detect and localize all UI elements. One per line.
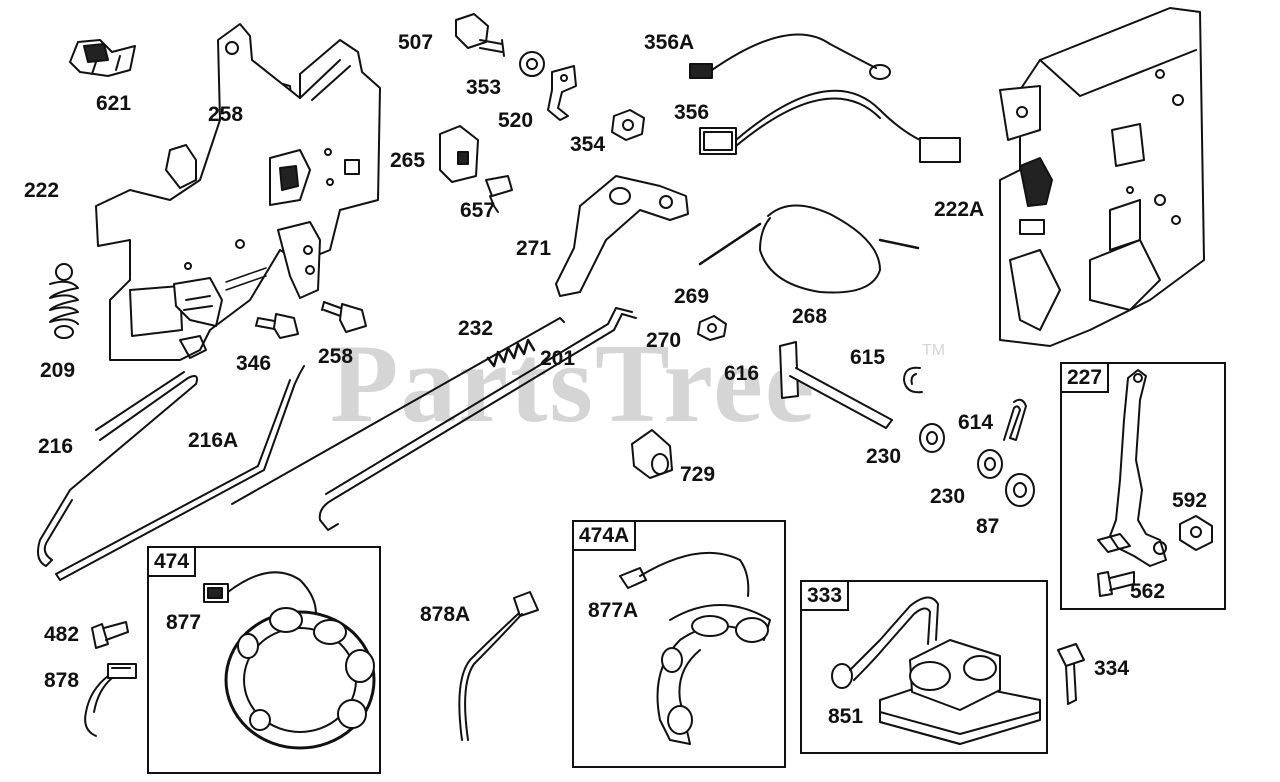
callout-562[interactable]: 562 — [1130, 580, 1166, 603]
part-268-cable — [698, 204, 920, 294]
callout-877a[interactable]: 877A — [588, 599, 639, 622]
callout-222a[interactable]: 222A — [934, 198, 985, 221]
part-520-terminal — [547, 65, 577, 121]
callout-334[interactable]: 334 — [1094, 657, 1130, 680]
kit-227-label[interactable]: 227 — [1060, 362, 1110, 393]
part-334-bolt — [1057, 643, 1085, 705]
part-265-clip — [439, 125, 479, 183]
callout-356[interactable]: 356 — [674, 101, 710, 124]
part-232-rod — [231, 317, 565, 505]
part-482-screw — [91, 621, 129, 649]
callout-356a[interactable]: 356A — [644, 31, 695, 54]
callout-657[interactable]: 657 — [460, 199, 496, 222]
callout-270[interactable]: 270 — [646, 329, 682, 352]
callout-216[interactable]: 216 — [38, 435, 74, 458]
callout-878[interactable]: 878 — [44, 669, 80, 692]
part-270-nut — [697, 315, 727, 341]
part-616-shaft — [779, 341, 893, 429]
part-877a-coil — [619, 551, 771, 745]
part-354-nut — [611, 109, 645, 141]
callout-616[interactable]: 616 — [724, 362, 760, 385]
part-562-screw — [1097, 571, 1135, 597]
callout-877[interactable]: 877 — [166, 611, 202, 634]
callout-268[interactable]: 268 — [792, 305, 828, 328]
callout-851[interactable]: 851 — [828, 705, 864, 728]
part-621-clip — [69, 39, 136, 77]
part-507-screw — [455, 13, 505, 57]
part-230-washer-a — [919, 423, 945, 453]
part-615-eclip — [903, 366, 923, 394]
callout-353[interactable]: 353 — [466, 76, 502, 99]
part-657-screw — [485, 175, 513, 213]
part-227-lever-assembly — [1097, 369, 1167, 567]
part-222a-bracket — [999, 7, 1205, 347]
part-729-bushing — [631, 429, 673, 479]
callout-258-bottom[interactable]: 258 — [318, 345, 354, 368]
part-271-lever — [555, 175, 689, 297]
callout-592[interactable]: 592 — [1172, 489, 1208, 512]
kit-474a-label[interactable]: 474A — [572, 520, 637, 551]
callout-87[interactable]: 87 — [976, 515, 1000, 538]
part-851-ignition-coil — [831, 596, 1041, 745]
kit-333-label[interactable]: 333 — [800, 580, 850, 611]
callout-216a[interactable]: 216A — [188, 429, 239, 452]
part-216a-link — [55, 365, 305, 581]
part-346-bolt — [255, 313, 299, 339]
callout-614[interactable]: 614 — [958, 411, 994, 434]
part-877-stator — [203, 571, 376, 750]
trademark-mark: TM — [922, 342, 946, 359]
callout-354[interactable]: 354 — [570, 133, 606, 156]
part-222-bracket — [95, 23, 381, 361]
callout-209[interactable]: 209 — [40, 359, 76, 382]
kit-333-box — [800, 580, 1048, 754]
part-878-connector — [84, 663, 137, 737]
callout-265[interactable]: 265 — [390, 149, 426, 172]
callout-346[interactable]: 346 — [236, 352, 272, 375]
part-230-washer-b — [977, 449, 1003, 479]
callout-520[interactable]: 520 — [498, 109, 534, 132]
part-87-washer — [1005, 473, 1035, 507]
callout-232[interactable]: 232 — [458, 317, 494, 340]
callout-230-b[interactable]: 230 — [930, 485, 966, 508]
callout-222[interactable]: 222 — [24, 179, 60, 202]
part-201-rod — [318, 307, 637, 531]
callout-729[interactable]: 729 — [680, 463, 716, 486]
part-356a-wire — [689, 33, 891, 80]
part-878a-wire — [458, 591, 539, 741]
callout-258-top[interactable]: 258 — [208, 103, 244, 126]
part-209-spring — [49, 263, 79, 339]
callout-621[interactable]: 621 — [96, 92, 132, 115]
part-216-link — [37, 371, 198, 567]
kit-474-label[interactable]: 474 — [147, 546, 197, 577]
kit-474a-box — [572, 520, 786, 768]
callout-271[interactable]: 271 — [516, 237, 552, 260]
part-356-wire — [699, 89, 961, 163]
kit-227-box — [1060, 362, 1226, 610]
part-258-bolt-bottom — [321, 301, 367, 333]
callout-230-a[interactable]: 230 — [866, 445, 902, 468]
callout-878a[interactable]: 878A — [420, 603, 471, 626]
callout-482[interactable]: 482 — [44, 623, 80, 646]
part-592-nut — [1179, 515, 1213, 551]
callout-201[interactable]: 201 — [540, 347, 576, 370]
kit-474-box — [147, 546, 381, 774]
callout-269[interactable]: 269 — [674, 285, 710, 308]
callout-615[interactable]: 615 — [850, 346, 886, 369]
part-614-pin — [1003, 398, 1027, 441]
part-353-lockwasher — [519, 51, 545, 77]
callout-507[interactable]: 507 — [398, 31, 434, 54]
